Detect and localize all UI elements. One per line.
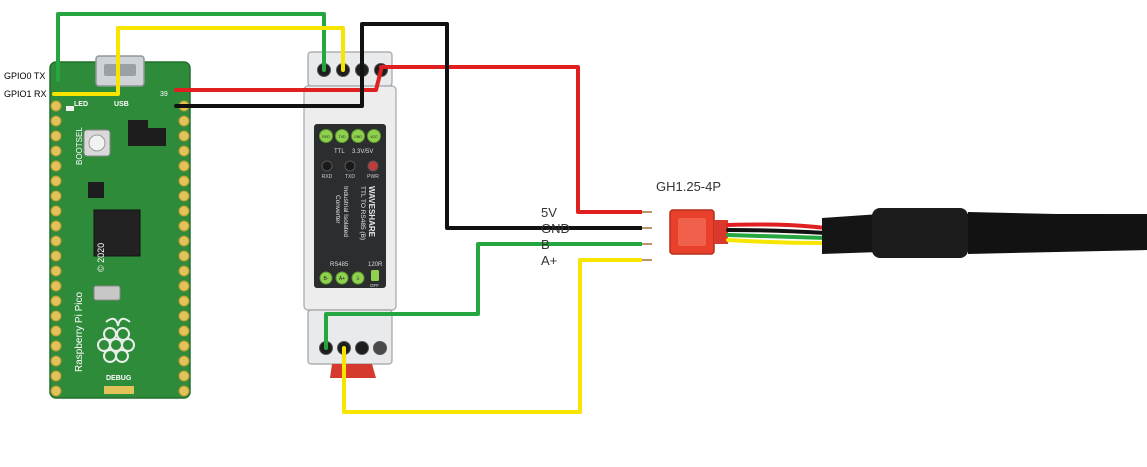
cable-colored-wires <box>726 222 828 245</box>
silk-debug: DEBUG <box>106 375 132 382</box>
silk-led: LED <box>74 101 88 108</box>
rs485-term-label-3: ⏚ <box>355 275 360 282</box>
silk-brand: Raspberry Pi Pico <box>74 292 85 372</box>
bottom-terminal-3 <box>355 341 369 355</box>
raspberry-pi-pico-board: LED USB 39 BOOTSEL Raspberry Pi Pico © 2… <box>49 55 191 399</box>
led-component <box>66 106 74 111</box>
converter-desc-2: Converter <box>334 195 341 224</box>
debug-header <box>104 386 134 394</box>
cable-jacket <box>822 208 1147 258</box>
silk-pin39: 39 <box>160 91 168 98</box>
wire-label-5v: 5V <box>541 205 557 220</box>
wire-yellow-rx <box>52 26 345 96</box>
pico-pads-left <box>50 100 62 397</box>
rs485-term-label-2: A+ <box>339 276 345 282</box>
termination-switch <box>371 270 379 281</box>
wire-red-5v <box>379 65 590 214</box>
din-rail-clip <box>330 364 376 378</box>
led-label-txd: TXD <box>345 174 355 180</box>
ttl-term-label-3: GND <box>354 135 362 139</box>
raspberry-logo <box>97 317 135 363</box>
status-leds: RXD TXD PWR <box>321 160 379 180</box>
silk-copyright: © 2020 <box>96 243 106 272</box>
ttl-terminal-row: RXD TXD GND VCC <box>319 129 381 143</box>
flash-chip <box>128 120 148 146</box>
res-label: 120R <box>368 262 383 268</box>
voltage-label: 3.3V/5V <box>352 149 373 155</box>
led-pwr <box>367 160 379 172</box>
ttl-term-label-4: VCC <box>370 135 378 139</box>
rs485-label: RS485 <box>330 262 349 268</box>
converter-brand: WAVESHARE <box>367 186 376 238</box>
rs485-converter-module: RXD TXD GND VCC TTL 3.3V/5V RXD TXD PWR … <box>303 51 397 378</box>
wire-label-a-plus: A+ <box>541 253 557 268</box>
pico-pads-right <box>178 100 190 397</box>
silk-usb: USB <box>114 101 129 108</box>
bootsel-button <box>83 129 111 157</box>
converter-desc-1: Industrial Isolated <box>342 186 349 237</box>
rs485-terminal-row: B- A+ ⏚ <box>319 271 365 285</box>
bottom-terminal-4 <box>373 341 387 355</box>
switch-off-label: OFF <box>370 283 379 288</box>
label-gpio0-tx: GPIO0 TX <box>4 71 45 81</box>
wires <box>52 12 590 414</box>
wire-yellow-a <box>342 258 590 414</box>
crystal <box>93 285 121 301</box>
regulator-chip <box>148 128 166 146</box>
label-gpio1-rx: GPIO1 RX <box>4 89 47 99</box>
rs485-term-label-1: B- <box>324 276 329 282</box>
wire-green-b <box>324 242 590 350</box>
heat-shrink <box>872 208 968 258</box>
led-label-rxd: RXD <box>322 174 333 180</box>
ttl-term-label-1: RXD <box>322 135 330 139</box>
wire-green-tx <box>56 12 326 82</box>
led-rxd <box>321 160 333 172</box>
silk-bootsel: BOOTSEL <box>75 127 84 165</box>
connector-label: GH1.25-4P <box>656 179 721 194</box>
wire-red-vcc <box>174 68 383 92</box>
led-label-pwr: PWR <box>367 174 379 180</box>
wire-black-gnd-cable <box>360 22 590 230</box>
ttl-term-label-2: TXD <box>338 135 346 139</box>
small-chip <box>88 182 104 198</box>
wire-label-b: B <box>541 237 550 252</box>
led-txd <box>344 160 356 172</box>
ttl-label: TTL <box>334 149 345 155</box>
converter-model: TTL TO RS485 (B) <box>359 186 366 240</box>
wire-black-gnd-pico <box>174 68 364 108</box>
rp2040-chip <box>93 209 141 257</box>
cable-wire-stubs <box>588 210 652 262</box>
wire-label-gnd: GND <box>541 221 570 236</box>
gh125-connector <box>669 209 728 255</box>
